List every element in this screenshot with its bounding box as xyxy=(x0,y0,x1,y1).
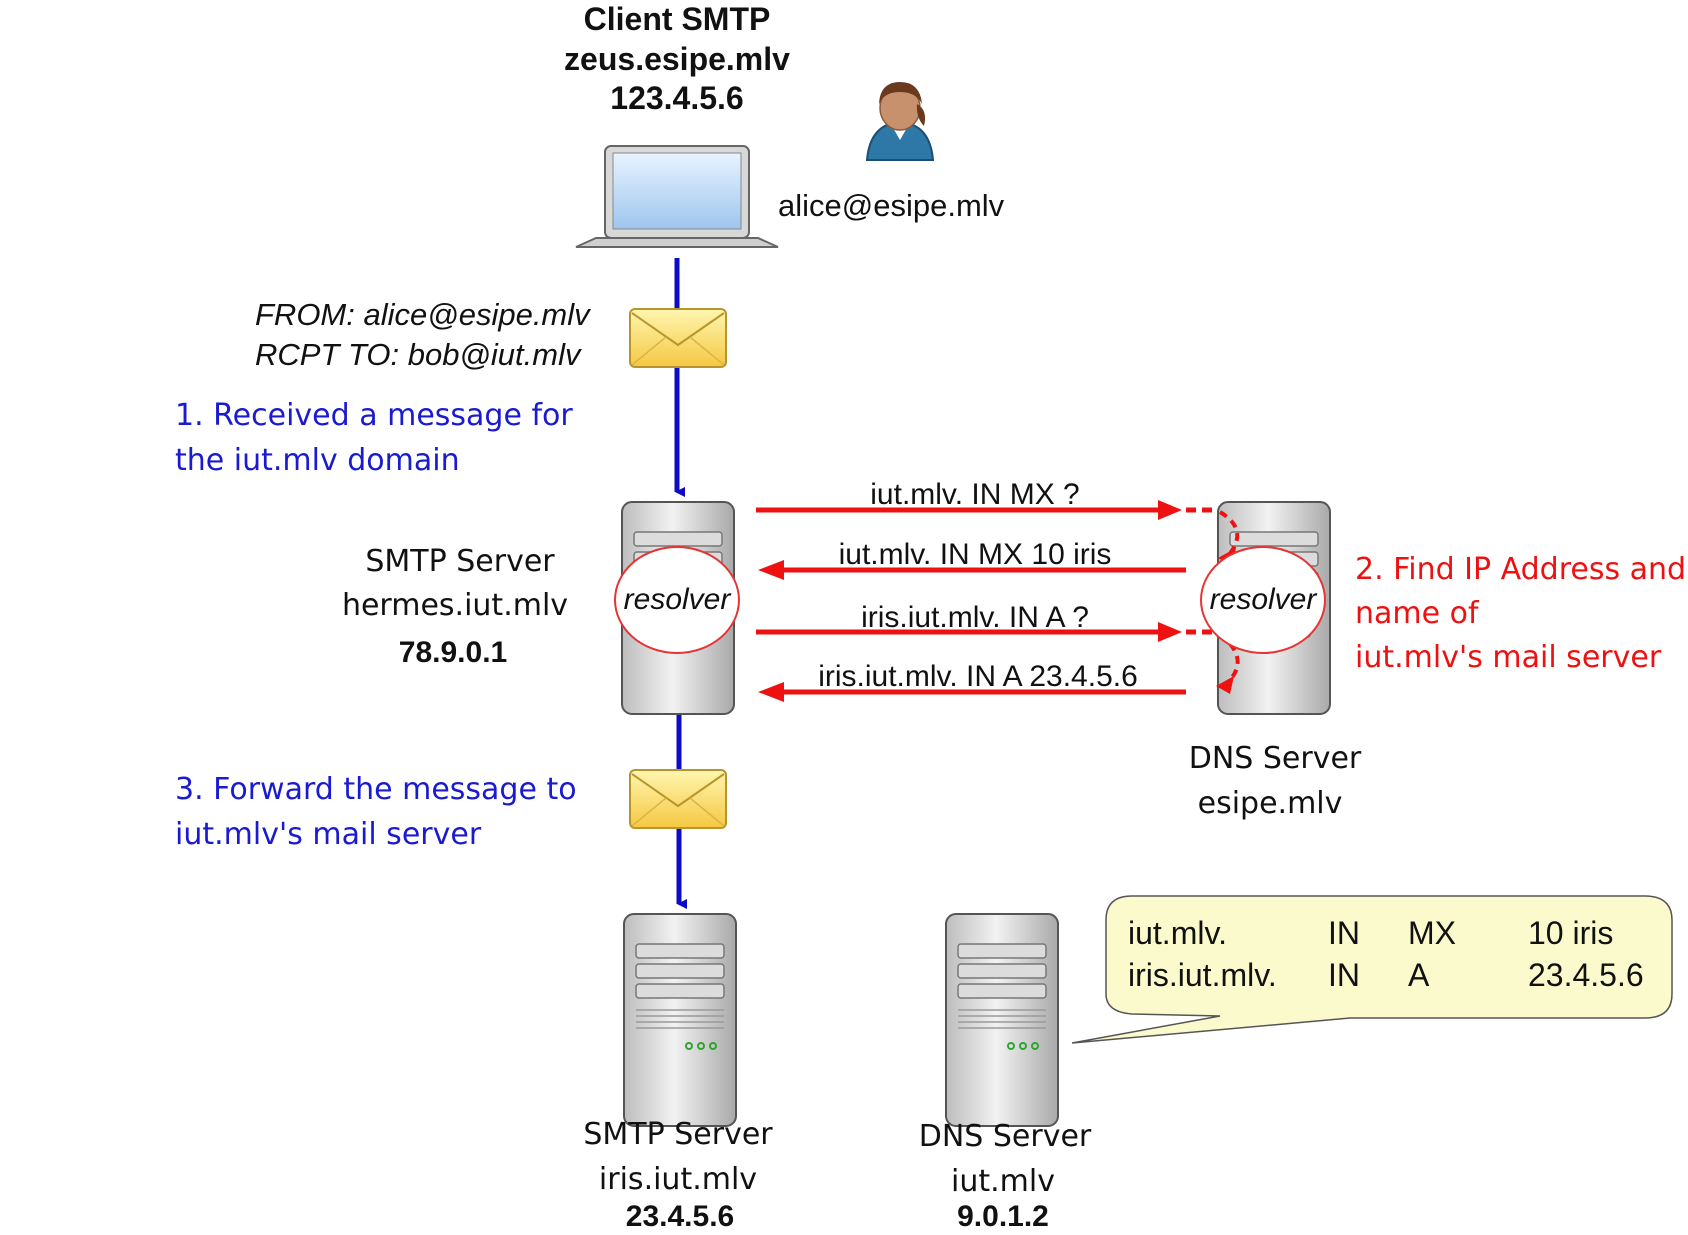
dns-esipe-host: esipe.mlv xyxy=(1197,786,1343,821)
envelope-from: FROM: alice@esipe.mlv xyxy=(255,297,590,332)
iris-server-host: iris.iut.mlv xyxy=(598,1162,758,1197)
smtp-server-label: SMTP Server xyxy=(365,544,555,579)
record-type: A xyxy=(1408,956,1430,993)
step2-line2: name of xyxy=(1355,596,1479,631)
client-title: Client SMTP xyxy=(583,1,771,37)
client-email: alice@esipe.mlv xyxy=(778,188,1005,223)
diagram-canvas xyxy=(575,82,1673,1127)
answer-a: iris.iut.mlv. IN A 23.4.5.6 xyxy=(818,660,1138,693)
resolver-dns-esipe: resolver xyxy=(1200,546,1326,654)
dns-iut-label: DNS Server xyxy=(918,1119,1092,1154)
laptop-icon xyxy=(575,145,779,248)
smtp-server-ip: 78.9.0.1 xyxy=(398,636,508,669)
envelope-icon-incoming xyxy=(629,308,727,368)
dns-esipe-label: DNS Server xyxy=(1188,741,1362,776)
record-name: iut.mlv. xyxy=(1128,914,1227,951)
answer-mx: iut.mlv. IN MX 10 iris xyxy=(838,538,1112,571)
dns-iut-host: iut.mlv xyxy=(951,1164,1055,1199)
resolver-hermes: resolver xyxy=(614,546,740,654)
record-name: iris.iut.mlv. xyxy=(1128,956,1277,993)
dns-record-row: iris.iut.mlv. IN A 23.4.5.6 xyxy=(1128,954,1644,996)
query-mx: iut.mlv. IN MX ? xyxy=(870,478,1080,511)
smtp-server-iris-icon xyxy=(623,913,737,1127)
step3-line1: 3. Forward the message to xyxy=(175,772,577,807)
query-a: iris.iut.mlv. IN A ? xyxy=(861,601,1089,634)
user-avatar-icon xyxy=(865,82,935,161)
client-host: zeus.esipe.mlv xyxy=(564,41,790,77)
smtp-server-host: hermes.iut.mlv xyxy=(341,588,569,623)
step1-line1: 1. Received a message for xyxy=(175,398,573,433)
record-type: MX xyxy=(1408,914,1456,951)
dns-records-callout xyxy=(1071,895,1673,1044)
record-value: 10 iris xyxy=(1528,914,1614,951)
record-class: IN xyxy=(1328,956,1360,993)
iris-server-label: SMTP Server xyxy=(583,1117,773,1152)
step3-line2: iut.mlv's mail server xyxy=(175,817,482,852)
step1-line2: the iut.mlv domain xyxy=(175,443,460,478)
dns-iut-ip: 9.0.1.2 xyxy=(957,1200,1049,1233)
record-class: IN xyxy=(1328,914,1360,951)
step2-line3: iut.mlv's mail server xyxy=(1355,640,1662,675)
envelope-rcpt: RCPT TO: bob@iut.mlv xyxy=(255,337,581,372)
step2-line1: 2. Find IP Address and xyxy=(1355,552,1687,587)
dns-records-table: iut.mlv. IN MX 10 iris iris.iut.mlv. IN … xyxy=(1128,912,1644,996)
record-value: 23.4.5.6 xyxy=(1528,956,1644,993)
envelope-icon-forward xyxy=(629,769,727,829)
client-ip: 123.4.5.6 xyxy=(610,80,744,116)
dns-server-iut-icon xyxy=(945,913,1059,1127)
iris-server-ip: 23.4.5.6 xyxy=(625,1200,735,1233)
dns-record-row: iut.mlv. IN MX 10 iris xyxy=(1128,912,1644,954)
